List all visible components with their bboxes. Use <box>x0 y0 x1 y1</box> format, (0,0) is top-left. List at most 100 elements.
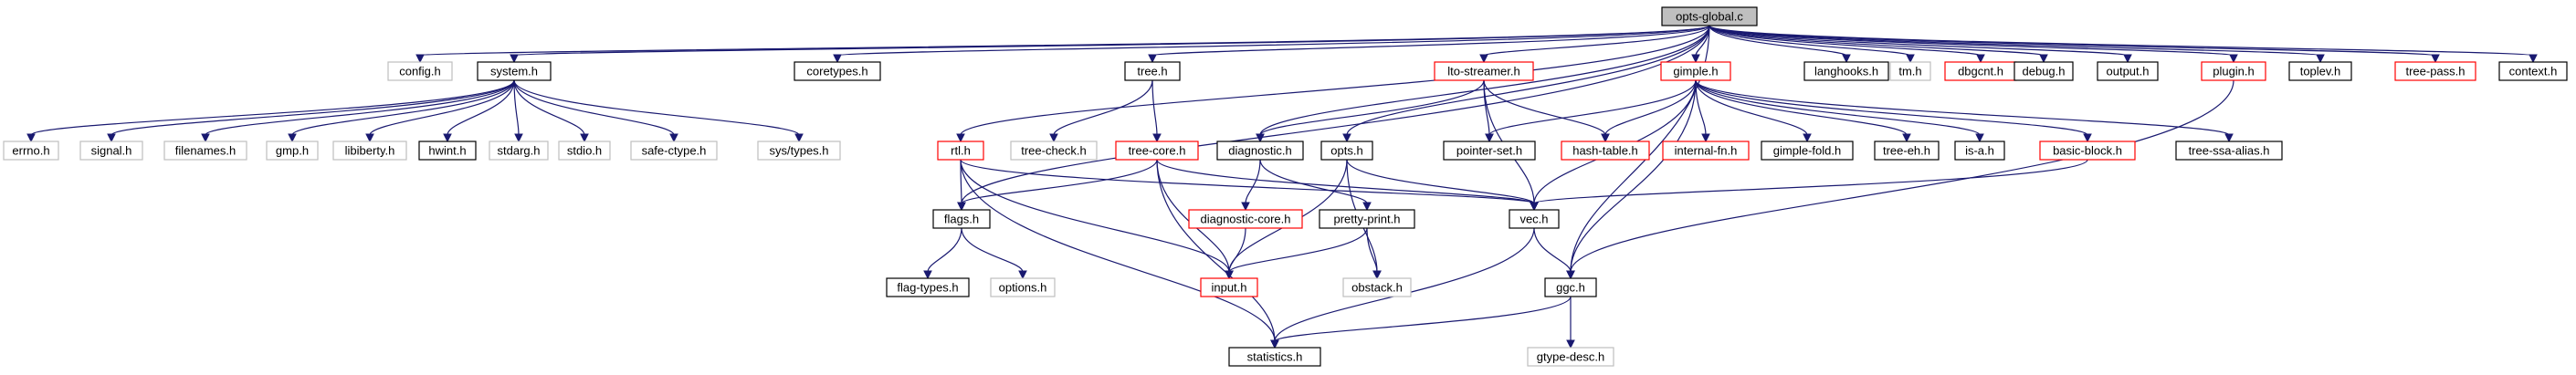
edge-gimple-h-to-ggc-h <box>1570 79 1697 273</box>
arrowhead-opts-global-c-to-coretypes-h <box>833 54 842 64</box>
node-sys-types-h[interactable]: sys/types.h <box>757 141 841 161</box>
node-box-tree-eh-h <box>1874 141 1940 161</box>
node-diagnostic-core-h[interactable]: diagnostic-core.h <box>1188 209 1303 229</box>
edge-system-h-to-sys-types-h <box>513 79 800 136</box>
node-context-h[interactable]: context.h <box>2498 61 2568 81</box>
node-hwint-h[interactable]: hwint.h <box>418 141 477 161</box>
node-label-tree-ssa-alias-h: tree-ssa-alias.h <box>2189 144 2270 158</box>
node-box-statistics-h <box>1228 347 1321 367</box>
edge-tree-core-h-to-flags-h <box>961 159 1158 204</box>
node-tm-h[interactable]: tm.h <box>1889 61 1931 81</box>
edge-opts-global-c-to-rtl-h <box>960 25 1710 136</box>
node-lto-streamer-h[interactable]: lto-streamer.h <box>1434 61 1534 81</box>
node-label-ggc-h: ggc.h <box>1556 281 1585 295</box>
node-options-h[interactable]: options.h <box>990 277 1056 297</box>
node-flags-h[interactable]: flags.h <box>932 209 991 229</box>
node-langhooks-h[interactable]: langhooks.h <box>1803 61 1889 81</box>
node-stdio-h[interactable]: stdio.h <box>558 141 611 161</box>
node-basic-block-h[interactable]: basic-block.h <box>2039 141 2136 161</box>
node-gtype-desc-h[interactable]: gtype-desc.h <box>1527 347 1614 367</box>
node-libiberty-h[interactable]: libiberty.h <box>332 141 407 161</box>
node-pointer-set-h[interactable]: pointer-set.h <box>1443 141 1536 161</box>
node-errno-h[interactable]: errno.h <box>3 141 59 161</box>
arrowhead-pretty-print-h-to-input-h <box>1225 270 1234 280</box>
node-filenames-h[interactable]: filenames.h <box>163 141 247 161</box>
arrowhead-opts-global-c-to-output-h <box>2123 54 2132 64</box>
node-tree-ssa-alias-h[interactable]: tree-ssa-alias.h <box>2175 141 2283 161</box>
node-safe-ctype-h[interactable]: safe-ctype.h <box>630 141 718 161</box>
node-is-a-h[interactable]: is-a.h <box>1954 141 2005 161</box>
node-box-gimple-fold-h <box>1761 141 1854 161</box>
edge-opts-global-c-to-output-h <box>1709 25 2129 57</box>
node-box-pretty-print-h <box>1319 209 1415 229</box>
arrowhead-system-h-to-errno-h <box>26 133 36 143</box>
node-label-options-h: options.h <box>999 281 1047 295</box>
arrowhead-lto-streamer-h-to-diagnostic-h <box>1256 133 1265 143</box>
node-input-h[interactable]: input.h <box>1200 277 1258 297</box>
node-tree-pass-h[interactable]: tree-pass.h <box>2394 61 2476 81</box>
node-ggc-h[interactable]: ggc.h <box>1544 277 1597 297</box>
node-label-context-h: context.h <box>2509 65 2558 78</box>
node-box-toplev-h <box>2288 61 2352 81</box>
arrowhead-tree-h-to-tree-core-h <box>1152 133 1162 143</box>
node-toplev-h[interactable]: toplev.h <box>2288 61 2352 81</box>
node-tree-eh-h[interactable]: tree-eh.h <box>1874 141 1940 161</box>
node-opts-h[interactable]: opts.h <box>1320 141 1373 161</box>
node-gimple-h[interactable]: gimple.h <box>1660 61 1731 81</box>
node-signal-h[interactable]: signal.h <box>79 141 143 161</box>
node-internal-fn-h[interactable]: internal-fn.h <box>1662 141 1750 161</box>
node-tree-h[interactable]: tree.h <box>1124 61 1181 81</box>
node-tree-core-h[interactable]: tree-core.h <box>1115 141 1199 161</box>
node-hash-table-h[interactable]: hash-table.h <box>1561 141 1650 161</box>
node-diagnostic-h[interactable]: diagnostic.h <box>1216 141 1304 161</box>
node-statistics-h[interactable]: statistics.h <box>1228 347 1321 367</box>
node-box-filenames-h <box>163 141 247 161</box>
node-box-flags-h <box>932 209 991 229</box>
node-label-basic-block-h: basic-block.h <box>2053 144 2122 158</box>
arrowhead-system-h-to-libiberty-h <box>365 133 374 143</box>
node-label-statistics-h: statistics.h <box>1247 350 1303 364</box>
node-output-h[interactable]: output.h <box>2097 61 2159 81</box>
edge-system-h-to-signal-h <box>110 79 515 136</box>
node-label-signal-h: signal.h <box>91 144 132 158</box>
node-vec-h[interactable]: vec.h <box>1509 209 1560 229</box>
arrowhead-opts-global-c-to-debug-h <box>2039 54 2048 64</box>
node-label-stdarg-h: stdarg.h <box>498 144 541 158</box>
edge-opts-global-c-to-tm-h <box>1709 25 1911 57</box>
node-box-debug-h <box>2013 61 2074 81</box>
node-box-tree-pass-h <box>2394 61 2476 81</box>
node-label-toplev-h: toplev.h <box>2300 65 2341 78</box>
node-plugin-h[interactable]: plugin.h <box>2201 61 2266 81</box>
edge-tree-core-h-to-vec-h <box>1156 159 1535 204</box>
node-label-hash-table-h: hash-table.h <box>1572 144 1638 158</box>
edge-vec-h-to-ggc-h <box>1533 227 1572 273</box>
node-pretty-print-h[interactable]: pretty-print.h <box>1319 209 1415 229</box>
edge-diagnostic-core-h-to-input-h <box>1228 227 1246 273</box>
edge-system-h-to-libiberty-h <box>369 79 515 136</box>
arrowhead-opts-global-c-to-toplev-h <box>2316 54 2325 64</box>
node-label-flag-types-h: flag-types.h <box>897 281 958 295</box>
node-box-pointer-set-h <box>1443 141 1536 161</box>
arrowhead-opts-global-c-to-gimple-h <box>1691 54 1700 64</box>
node-system-h[interactable]: system.h <box>477 61 552 81</box>
node-flag-types-h[interactable]: flag-types.h <box>886 277 970 297</box>
arrowhead-flags-h-to-flag-types-h <box>923 270 932 280</box>
node-rtl-h[interactable]: rtl.h <box>937 141 984 161</box>
node-config-h[interactable]: config.h <box>387 61 453 81</box>
node-stdarg-h[interactable]: stdarg.h <box>489 141 549 161</box>
node-obstack-h[interactable]: obstack.h <box>1342 277 1412 297</box>
node-tree-check-h[interactable]: tree-check.h <box>1010 141 1098 161</box>
node-label-is-a-h: is-a.h <box>1965 144 1994 158</box>
node-dbgcnt-h[interactable]: dbgcnt.h <box>1944 61 2017 81</box>
node-coretypes-h[interactable]: coretypes.h <box>794 61 881 81</box>
node-gimple-fold-h[interactable]: gimple-fold.h <box>1761 141 1854 161</box>
edge-opts-global-c-to-plugin-h <box>1709 25 2234 57</box>
node-gmp-h[interactable]: gmp.h <box>266 141 319 161</box>
edge-tree-h-to-tree-core-h <box>1151 79 1158 136</box>
node-box-opts-global-c <box>1661 6 1758 26</box>
arrowhead-system-h-to-signal-h <box>107 133 116 143</box>
node-box-diagnostic-core-h <box>1188 209 1303 229</box>
node-debug-h[interactable]: debug.h <box>2013 61 2074 81</box>
arrowhead-diagnostic-h-to-pretty-print-h <box>1362 202 1372 212</box>
